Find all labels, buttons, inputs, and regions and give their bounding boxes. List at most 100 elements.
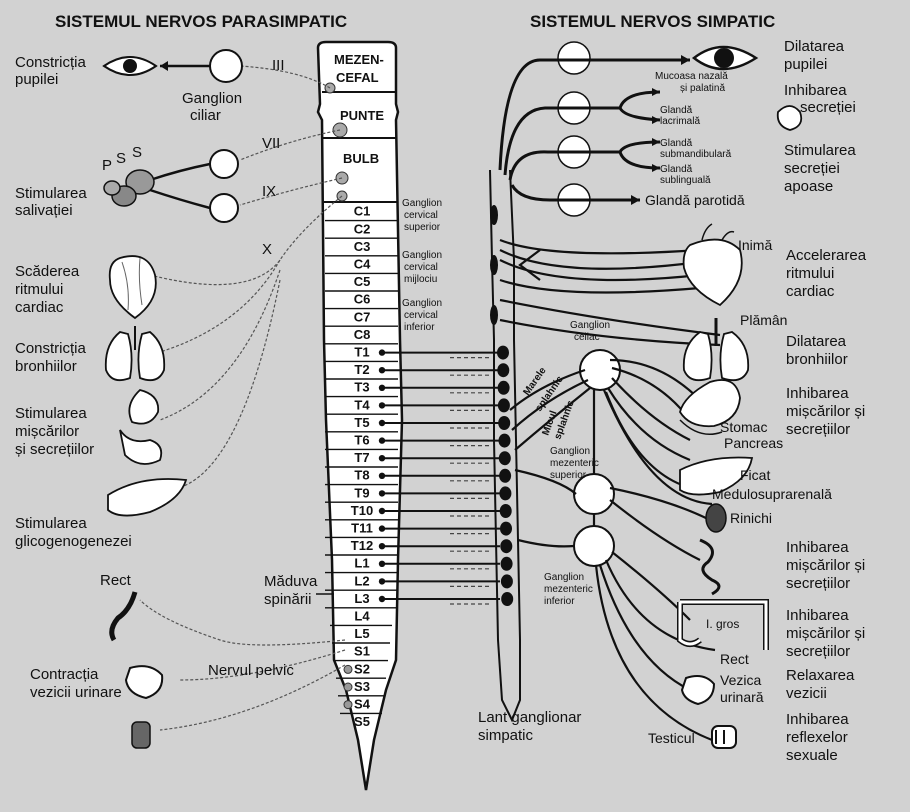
- symp-effect-colon-2: mișcărilor și: [786, 625, 865, 642]
- symp-effect-pupil-1: Dilatarea: [784, 38, 845, 55]
- cranial-nerve-x: X: [262, 241, 272, 258]
- symp-effect-heart-1: Accelerarea: [786, 247, 867, 264]
- para-label-glyco-1: Stimularea: [15, 515, 87, 532]
- spinal-segment-c5: C5: [354, 274, 371, 289]
- spine-region-mezencefal-1: MEZEN-: [334, 52, 384, 67]
- spine-region-punte: PUNTE: [340, 108, 384, 123]
- spinal-segment-t5: T5: [354, 415, 369, 430]
- ganglion-inf-1: Ganglion: [402, 298, 442, 309]
- organ-submand-1: Glandă: [660, 138, 693, 149]
- spinal-segment-t10: T10: [351, 503, 373, 518]
- ganglion-mesinf-1: Ganglion: [544, 572, 584, 583]
- para-label-bronch-1: Constricția: [15, 340, 87, 357]
- sacral-nucleus: [344, 665, 352, 673]
- para-label-heart-1: Scăderea: [15, 263, 80, 280]
- eye-icon: [694, 47, 756, 69]
- spinal-cord-label-2: spinării: [264, 591, 312, 608]
- spinal-segment-s1: S1: [354, 644, 370, 659]
- organ-pancreas: Pancreas: [724, 435, 783, 451]
- spinal-segment-c6: C6: [354, 292, 371, 307]
- spinal-segment-t8: T8: [354, 468, 369, 483]
- cervical-ganglion: [490, 305, 498, 325]
- symp-effect-intest-3: secrețiilor: [786, 575, 850, 592]
- symp-effect-digest-3: secrețiilor: [786, 421, 850, 438]
- chain-ganglion: [499, 486, 511, 500]
- testis-icon: [712, 726, 736, 748]
- title-sympathetic: SISTEMUL NERVOS SIMPATIC: [530, 12, 775, 31]
- para-label-saliva-2: salivației: [15, 202, 73, 219]
- chain-ganglion: [500, 539, 512, 553]
- symp-effect-digest-1: Inhibarea: [786, 385, 849, 402]
- spinal-segment-t2: T2: [354, 362, 369, 377]
- bladder-icon: [126, 666, 162, 748]
- para-label-pupil-1: Constricția: [15, 54, 87, 71]
- digestive-organs-icon: [120, 390, 161, 464]
- cranial-nerve-iii: III: [272, 57, 285, 74]
- organ-subling-1: Glandă: [660, 164, 693, 175]
- rectum-icon: [112, 592, 135, 640]
- spinal-segment-l1: L1: [354, 556, 369, 571]
- ganglion-pterygopalatine: [210, 150, 238, 178]
- cranial-nerve-ix: IX: [262, 183, 276, 200]
- symp-effect-sexual-3: sexuale: [786, 747, 838, 764]
- ganglion-sup-3: superior: [404, 222, 441, 233]
- organ-submand-2: submandibulară: [660, 149, 732, 160]
- symp-effect-inhsecr-2: secreției: [800, 99, 856, 116]
- title-parasympathetic: SISTEMUL NERVOS PARASIMPATIC: [55, 12, 347, 31]
- cervical-ganglion: [490, 205, 498, 225]
- ganglion-mid-3: mijlociu: [404, 274, 437, 285]
- symp-effect-bladder-1: Relaxarea: [786, 667, 855, 684]
- symp-effect-intest-1: Inhibarea: [786, 539, 849, 556]
- ganglion-mesup-3: superior: [550, 470, 587, 481]
- kidney-icon: [706, 504, 726, 532]
- chain-ganglion: [501, 557, 513, 571]
- chain-ganglion: [499, 451, 511, 465]
- symp-effect-bronch-2: bronhiilor: [786, 351, 848, 368]
- symp-effect-heart-3: cardiac: [786, 283, 835, 300]
- organ-testis: Testicul: [648, 730, 695, 746]
- spinal-segment-c3: C3: [354, 239, 371, 254]
- gland-label-s1: S: [116, 150, 126, 167]
- lungs-icon: [106, 326, 164, 380]
- spinal-segment-t11: T11: [351, 520, 373, 535]
- symp-effect-heart-2: ritmului: [786, 265, 834, 282]
- organ-stomach: Stomac: [720, 419, 767, 435]
- spine-region-bulb: BULB: [343, 151, 379, 166]
- organ-adrenal: Medulosuprarenală: [712, 486, 832, 502]
- spine-region-mezencefal-2: CEFAL: [336, 70, 379, 85]
- organ-mucosa-1: Mucoasa nazală: [655, 71, 728, 82]
- organ-lacrimal-1: Glandă: [660, 105, 693, 116]
- spinal-segment-c7: C7: [354, 309, 371, 324]
- para-label-bladder-1: Contracția: [30, 666, 99, 683]
- spinal-segment-l2: L2: [354, 573, 369, 588]
- organ-colon: I. gros: [706, 617, 739, 631]
- para-label-pupil-2: pupilei: [15, 71, 58, 88]
- spinal-segment-s3: S3: [354, 679, 370, 694]
- symp-effect-colon-1: Inhibarea: [786, 607, 849, 624]
- spinal-segment-t6: T6: [354, 432, 369, 447]
- spinal-segment-c4: C4: [354, 256, 371, 271]
- cranial-nerve-vii: VII: [262, 135, 280, 152]
- liver-icon: [108, 479, 186, 516]
- organ-liver: Ficat: [740, 467, 770, 483]
- para-label-digest-1: Stimularea: [15, 405, 87, 422]
- organ-bladder-1: Vezica: [720, 672, 761, 688]
- ganglion-celiac-2: celiac: [574, 332, 600, 343]
- ganglion-inf-2: cervical: [404, 310, 438, 321]
- parasympathetic-pathways: [140, 66, 345, 730]
- sacral-nucleus: [344, 683, 352, 691]
- para-label-ganglion-ciliar-2: ciliar: [190, 107, 221, 124]
- gland-label-p: P: [102, 157, 112, 174]
- para-label-heart-2: ritmului: [15, 281, 63, 298]
- ganglion-inf-3: inferior: [404, 322, 435, 333]
- symp-effect-pupil-2: pupilei: [784, 56, 827, 73]
- symp-effect-inhsecr-1: Inhibarea: [784, 82, 847, 99]
- spinal-segment-s5: S5: [354, 714, 370, 729]
- symp-effect-stimsecr-3: apoase: [784, 178, 833, 195]
- spinal-segment-t7: T7: [354, 450, 369, 465]
- symp-effect-intest-2: mișcărilor și: [786, 557, 865, 574]
- ganglion-otic: [210, 194, 238, 222]
- spinal-segment-s2: S2: [354, 661, 370, 676]
- spinal-segment-t12: T12: [351, 538, 373, 553]
